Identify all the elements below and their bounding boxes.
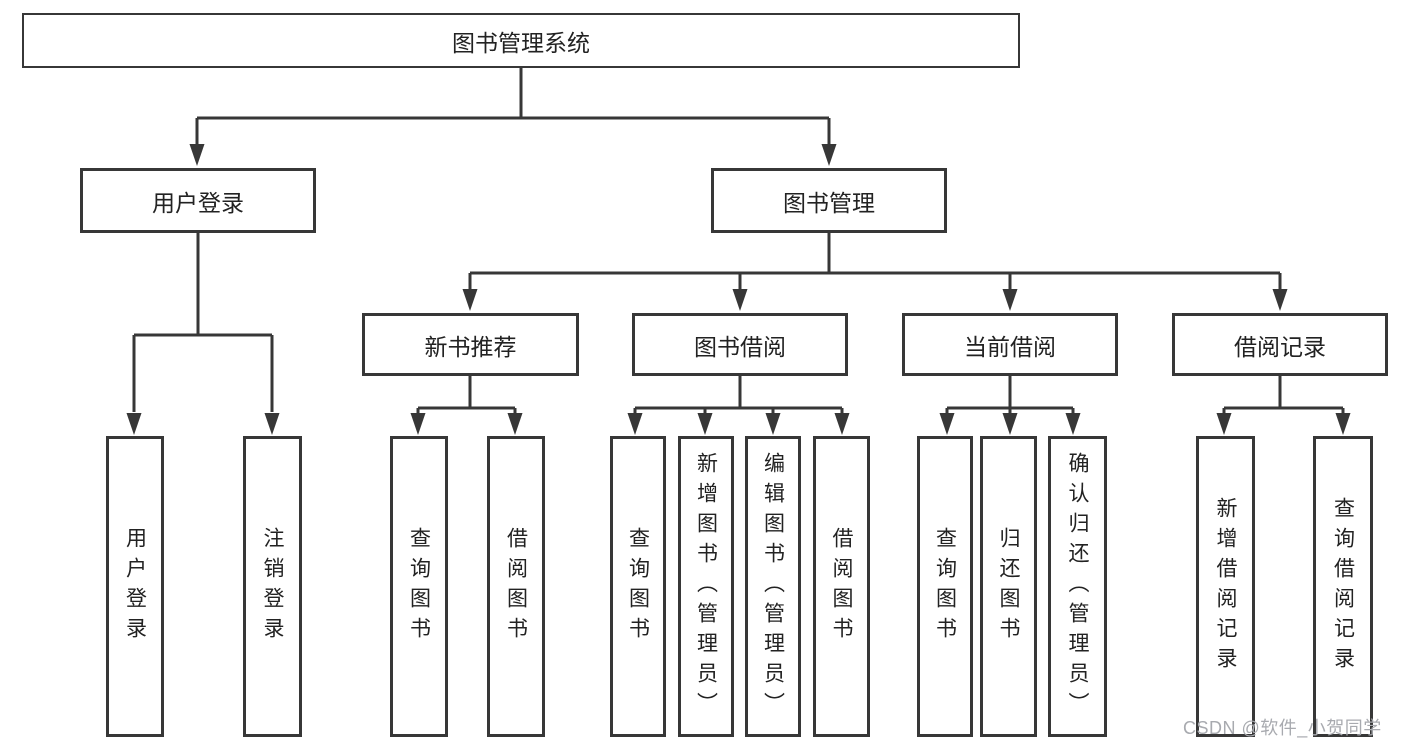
leaf-br-add-record: 新增借阅记录 (1196, 436, 1255, 737)
leaf-bb-query-books-label: 查询图书 (626, 526, 650, 647)
watermark: CSDN @软件_小贺同学 (1183, 718, 1382, 738)
leaf-bb-edit-books: 编辑图书（管理员） (745, 436, 801, 737)
node-book-borrow-label: 图书借阅 (694, 333, 786, 360)
arrowhead-cb-query (939, 413, 955, 435)
node-new-book-recommend-label: 新书推荐 (424, 333, 517, 360)
leaf-bb-add-books-label: 新增图书（管理员） (694, 451, 718, 722)
arrowhead-bb-borrow (834, 413, 850, 435)
leaf-logout-label: 注销登录 (261, 526, 285, 647)
connector-new-book-bus (416, 376, 517, 413)
leaf-br-query-record: 查询借阅记录 (1313, 436, 1373, 737)
node-user-login: 用户登录 (80, 168, 316, 233)
connector-current-borrow-bus (945, 376, 1075, 413)
leaf-bb-edit-books-label: 编辑图书（管理员） (761, 451, 785, 722)
leaf-cb-return-books: 归还图书 (980, 436, 1037, 737)
connector-root-bus (195, 68, 831, 145)
node-current-borrow-label: 当前借阅 (964, 333, 1056, 360)
arrowhead-leaf-logout (264, 413, 280, 435)
node-book-borrow: 图书借阅 (632, 313, 848, 376)
arrowhead-borrow-records (1272, 289, 1288, 311)
leaf-user-login: 用户登录 (106, 436, 164, 737)
leaf-bb-add-books: 新增图书（管理员） (678, 436, 734, 737)
node-borrow-records: 借阅记录 (1172, 313, 1388, 376)
connector-book-management-bus (468, 233, 1282, 289)
arrowhead-new-book-recommend (462, 289, 478, 311)
node-new-book-recommend: 新书推荐 (362, 313, 579, 376)
arrowhead-nb-borrow (507, 413, 523, 435)
arrowhead-cb-return (1002, 413, 1018, 435)
leaf-cb-query-books-label: 查询图书 (933, 526, 957, 647)
node-root: 图书管理系统 (22, 13, 1020, 68)
arrowhead-br-add (1216, 413, 1232, 435)
arrowhead-current-borrow (1002, 289, 1018, 311)
node-root-label: 图书管理系统 (452, 29, 590, 56)
leaf-bb-borrow-books-label: 借阅图书 (830, 526, 854, 647)
node-current-borrow: 当前借阅 (902, 313, 1118, 376)
arrowhead-book-management (821, 144, 837, 166)
connector-book-borrow-bus (633, 376, 844, 413)
leaf-br-add-record-label: 新增借阅记录 (1214, 496, 1238, 677)
leaf-cb-query-books: 查询图书 (917, 436, 973, 737)
leaf-cb-return-books-label: 归还图书 (997, 526, 1021, 647)
node-book-management-label: 图书管理 (783, 189, 875, 216)
leaf-logout: 注销登录 (243, 436, 302, 737)
node-book-management: 图书管理 (711, 168, 947, 233)
arrowhead-leaf-user-login (126, 413, 142, 435)
leaf-bb-borrow-books: 借阅图书 (813, 436, 870, 737)
arrowhead-cb-confirm (1065, 413, 1081, 435)
leaf-nb-query-books: 查询图书 (390, 436, 448, 737)
node-borrow-records-label: 借阅记录 (1234, 333, 1326, 360)
leaf-bb-query-books: 查询图书 (610, 436, 666, 737)
leaf-br-query-record-label: 查询借阅记录 (1331, 496, 1355, 677)
arrowhead-bb-query (627, 413, 643, 435)
leaf-nb-borrow-books-label: 借阅图书 (504, 526, 528, 647)
connector-borrow-records-bus (1222, 376, 1345, 413)
arrowhead-bb-add (697, 413, 713, 435)
leaf-nb-borrow-books: 借阅图书 (487, 436, 545, 737)
node-user-login-label: 用户登录 (152, 189, 244, 216)
arrowhead-book-borrow (732, 289, 748, 311)
connector-user-login-bus (132, 233, 274, 412)
leaf-cb-confirm-return: 确认归还（管理员） (1048, 436, 1107, 737)
leaf-nb-query-books-label: 查询图书 (407, 526, 431, 647)
arrowhead-bb-edit (765, 413, 781, 435)
arrowhead-user-login (189, 144, 205, 166)
arrowhead-br-query (1335, 413, 1351, 435)
arrowhead-nb-query (410, 413, 426, 435)
leaf-user-login-label: 用户登录 (123, 526, 147, 647)
leaf-cb-confirm-return-label: 确认归还（管理员） (1066, 451, 1090, 722)
